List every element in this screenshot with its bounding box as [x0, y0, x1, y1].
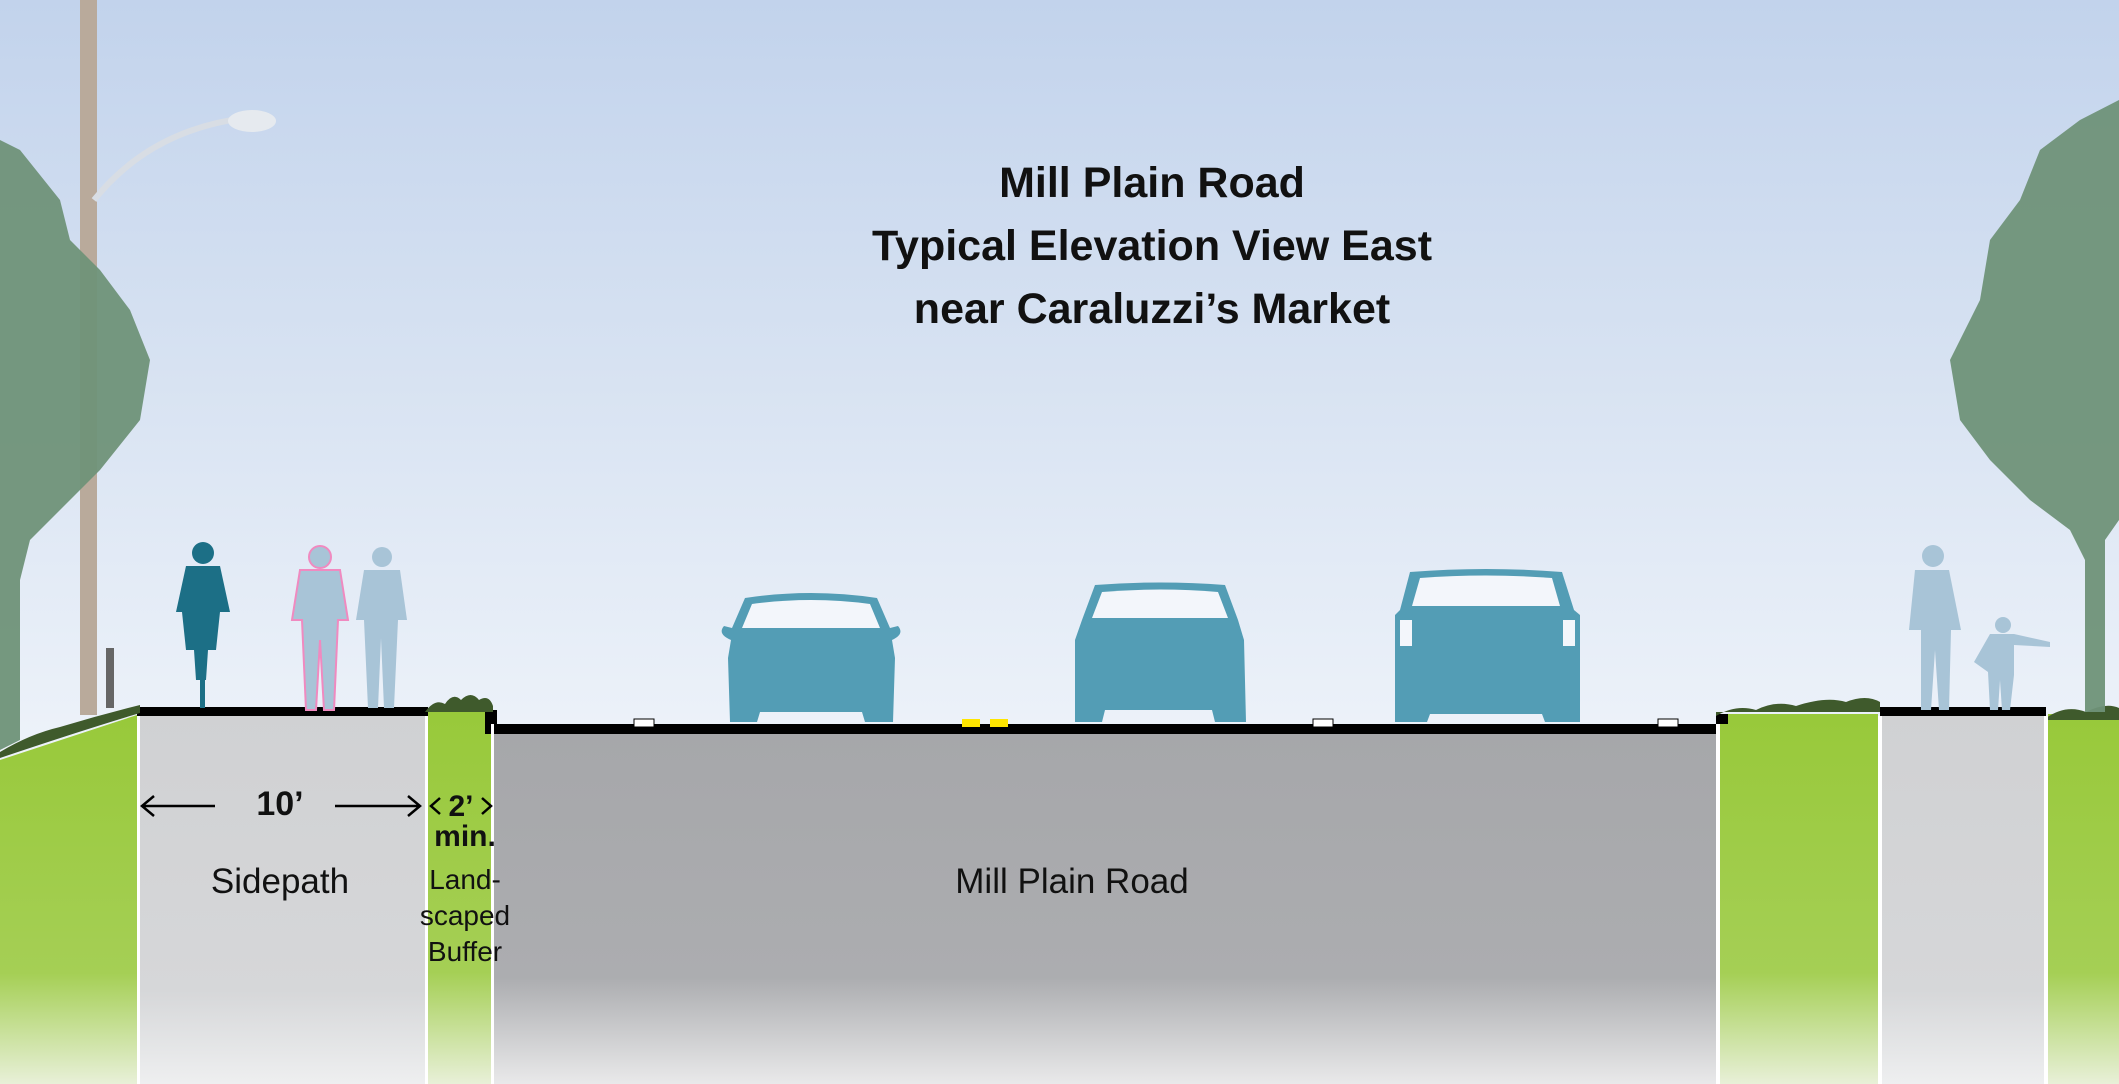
curb-line-left: [485, 710, 1720, 734]
pedestrian: [356, 547, 407, 708]
cyclist: [176, 542, 230, 708]
sidepath-top-line: [137, 707, 428, 716]
buffer-label: Land- scaped Buffer: [410, 862, 520, 970]
title-line-2: Typical Elevation View East: [871, 222, 1433, 270]
car-left: [721, 593, 901, 722]
right-tree: [1950, 100, 2119, 712]
right-sidewalk: [1882, 712, 2044, 1084]
left-grass: [0, 715, 137, 1084]
title-line-1: Mill Plain Road: [999, 159, 1305, 207]
road-label: Mill Plain Road: [955, 862, 1189, 901]
buffer-label-line-1: Land-: [429, 864, 501, 895]
strip-separators: [137, 716, 2048, 1084]
grass-tufts: [0, 695, 2119, 758]
curb-line-right: [1716, 714, 1728, 724]
lane-markings: [633, 718, 1679, 728]
sidepath-width-label: 10’: [256, 785, 304, 823]
road-surface: [494, 730, 1716, 1084]
left-tree: [0, 140, 150, 750]
dimension-arrows: [140, 795, 493, 817]
sidepath-label: Sidepath: [210, 862, 350, 901]
pedestrian-pink-outline: [290, 545, 350, 711]
sidepath-surface: [140, 712, 425, 1084]
pedestrian-adult-right: [1909, 545, 1961, 710]
suv-center: [1075, 582, 1246, 722]
buffer-width-label: 2’: [448, 790, 474, 823]
buffer-label-line-2: scaped: [419, 900, 511, 931]
right-sidewalk-top-line: [1880, 707, 2046, 716]
pedestrian-child-right: [1974, 617, 2050, 710]
buffer-label-line-3: Buffer: [427, 936, 503, 967]
buffer-grass: [428, 712, 491, 1084]
pickup-right: [1395, 569, 1580, 722]
buffer-min-label: min.: [434, 820, 496, 853]
title-line-3: near Caraluzzi’s Market: [913, 285, 1391, 333]
diagram-title: Mill Plain Road Typical Elevation View E…: [752, 152, 1552, 341]
far-right-grass: [2048, 714, 2119, 1084]
right-grass: [1720, 714, 1878, 1084]
